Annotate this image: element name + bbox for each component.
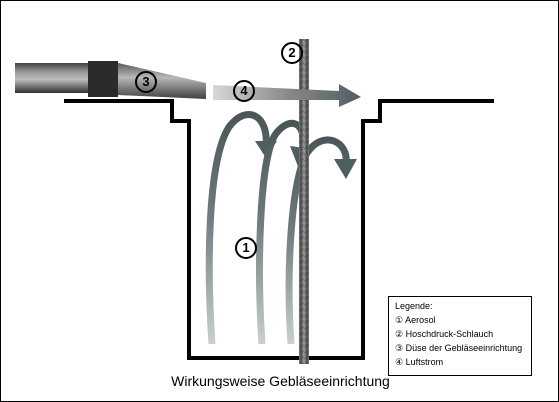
high-pressure-hose bbox=[299, 39, 309, 364]
legend-item-aerosol: ① Aerosol bbox=[395, 315, 436, 325]
marker-hose: 2 bbox=[281, 42, 303, 64]
marker-aerosol: 1 bbox=[235, 237, 257, 259]
legend-item-hose: ② Hoschdruck-Schlauch bbox=[395, 329, 494, 339]
legend-box: Legende: ① Aerosol ② Hoschdruck-Schlauch… bbox=[388, 296, 532, 376]
legend-item-airflow: ④ Luftstrom bbox=[395, 357, 444, 367]
marker-nozzle: 3 bbox=[135, 71, 157, 93]
legend-title: Legende: bbox=[395, 301, 433, 311]
blower-nozzle-assembly bbox=[15, 61, 206, 99]
marker-airflow: 4 bbox=[233, 80, 255, 102]
diagram-caption: Wirkungsweise Gebläseeinrichtung bbox=[171, 373, 390, 389]
aerosol-arrows bbox=[205, 111, 357, 345]
legend-item-nozzle: ③ Düse der Gebläseeinrichtung bbox=[395, 343, 523, 353]
